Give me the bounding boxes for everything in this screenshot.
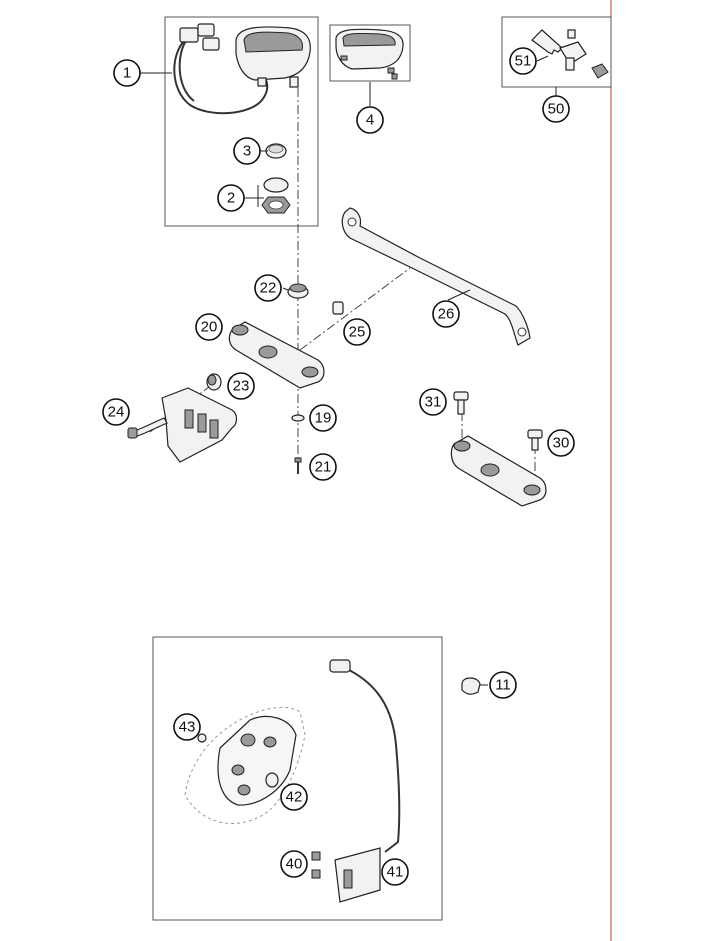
- callout-2: 2: [217, 184, 245, 212]
- sensor-group-box: [152, 636, 443, 921]
- spacer-part: [265, 772, 279, 788]
- washer-part: [291, 414, 305, 422]
- callout-40: 40: [280, 850, 308, 878]
- magnet-part: [197, 733, 207, 743]
- bolt-31-part: [453, 391, 469, 415]
- svg-text:24: 24: [108, 404, 125, 421]
- clip-part: [461, 677, 481, 695]
- callout-4: 4: [356, 106, 384, 134]
- holder-plate-alt-part: [450, 435, 547, 507]
- svg-text:40: 40: [286, 856, 303, 873]
- svg-text:51: 51: [515, 53, 532, 70]
- mounting-plate-part: [127, 387, 238, 463]
- screw-part: [294, 457, 302, 474]
- svg-text:43: 43: [179, 719, 196, 736]
- callout-26: 26: [432, 300, 460, 328]
- display-group-box: [329, 24, 411, 82]
- callout-20: 20: [195, 313, 223, 341]
- bushing-part: [332, 301, 344, 315]
- svg-text:22: 22: [260, 280, 277, 297]
- cap-part: [265, 143, 287, 159]
- svg-text:19: 19: [315, 410, 332, 427]
- holder-plate-part: [228, 321, 325, 389]
- bolt-30-part: [527, 429, 543, 451]
- callout-23: 23: [227, 372, 255, 400]
- svg-text:41: 41: [387, 864, 404, 881]
- svg-text:1: 1: [123, 65, 131, 82]
- callout-42: 42: [280, 783, 308, 811]
- callout-31: 31: [419, 388, 447, 416]
- display-part: [335, 28, 404, 80]
- grommet-part: [287, 283, 309, 299]
- svg-text:31: 31: [425, 394, 442, 411]
- callout-24: 24: [102, 398, 130, 426]
- svg-text:4: 4: [366, 112, 374, 129]
- speedometer-part: [173, 23, 311, 115]
- svg-text:42: 42: [286, 789, 303, 806]
- svg-text:26: 26: [438, 306, 455, 323]
- leader-51: [536, 55, 549, 62]
- callout-21: 21: [309, 453, 337, 481]
- speed-sensor-part: [329, 659, 401, 903]
- leader-26: [447, 289, 471, 301]
- axis-line-diagonal: [299, 267, 411, 351]
- svg-text:23: 23: [233, 378, 250, 395]
- svg-text:50: 50: [548, 101, 565, 118]
- rubber-damper-part: [206, 373, 222, 391]
- leader-22: [282, 287, 289, 291]
- svg-text:11: 11: [495, 677, 511, 694]
- screws-40-part: [311, 851, 321, 879]
- callout-1: 1: [113, 59, 141, 87]
- svg-text:30: 30: [553, 435, 570, 452]
- callout-30: 30: [547, 429, 575, 457]
- callout-43: 43: [173, 713, 201, 741]
- callout-22: 22: [254, 274, 282, 302]
- callout-11: 11: [489, 671, 517, 699]
- callout-51: 51: [509, 47, 537, 75]
- svg-text:20: 20: [201, 319, 218, 336]
- seal-part: [261, 177, 291, 214]
- svg-text:3: 3: [243, 143, 251, 160]
- callout-41: 41: [381, 858, 409, 886]
- speedometer-group-box: [164, 16, 319, 227]
- callout-19: 19: [309, 404, 337, 432]
- support-bracket-part: [341, 207, 531, 346]
- key-lock-part: [531, 29, 609, 79]
- callout-50: 50: [542, 95, 570, 123]
- callout-25: 25: [343, 318, 371, 346]
- svg-text:21: 21: [315, 459, 332, 476]
- svg-text:25: 25: [349, 324, 366, 341]
- svg-text:2: 2: [227, 190, 235, 207]
- callout-3: 3: [233, 137, 261, 165]
